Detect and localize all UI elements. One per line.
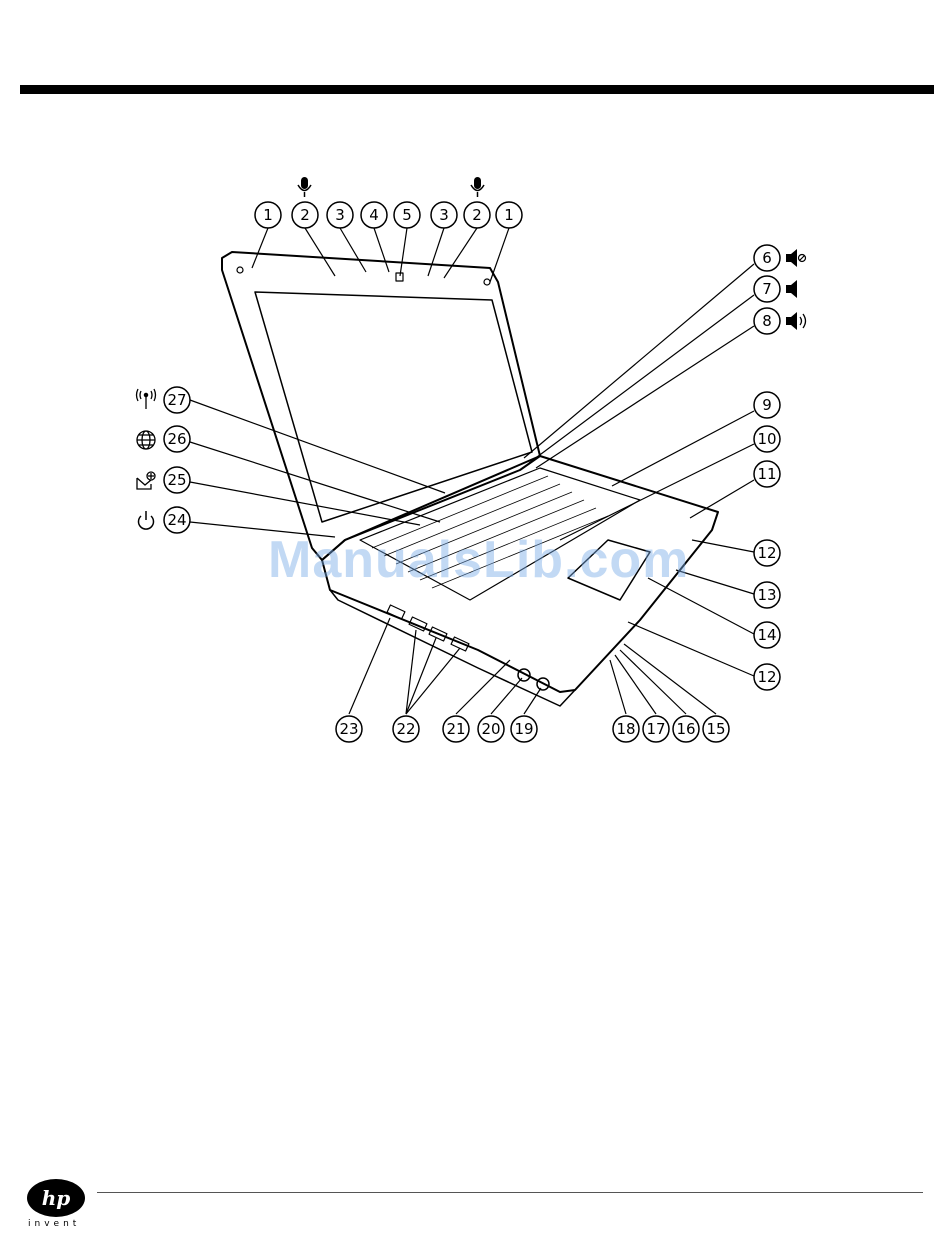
callout-25: 25 [164, 467, 190, 493]
callout-27: 27 [164, 387, 190, 413]
svg-text:8: 8 [762, 312, 772, 330]
callout-21: 21 [443, 716, 469, 742]
volume-mute-icon [786, 249, 806, 267]
footer-rule [97, 1192, 923, 1193]
wireless-icon [137, 389, 156, 409]
callout-10: 10 [754, 426, 780, 452]
microphone-icon [298, 177, 311, 197]
svg-text:14: 14 [757, 626, 776, 644]
leader-lines [190, 228, 754, 714]
callout-8: 8 [754, 308, 780, 334]
microphone-icon [471, 177, 484, 197]
callout-23: 23 [336, 716, 362, 742]
svg-text:4: 4 [369, 206, 379, 224]
svg-text:11: 11 [757, 465, 776, 483]
svg-text:6: 6 [762, 249, 772, 267]
callout-3-left: 3 [327, 202, 353, 228]
callout-15: 15 [703, 716, 729, 742]
svg-text:19: 19 [514, 720, 533, 738]
svg-text:27: 27 [167, 391, 186, 409]
svg-text:1: 1 [504, 206, 514, 224]
top-callouts: 1 2 3 4 5 3 2 1 [255, 202, 522, 228]
callout-9: 9 [754, 392, 780, 418]
callout-24: 24 [164, 507, 190, 533]
left-callouts: 27 26 25 24 [164, 387, 190, 533]
watermark-text: ManualsLib.com [268, 530, 689, 590]
callout-14: 14 [754, 622, 780, 648]
bottom-callouts: 23 22 21 20 19 18 17 16 15 [336, 716, 729, 742]
svg-text:3: 3 [439, 206, 449, 224]
callout-26: 26 [164, 426, 190, 452]
callout-19: 19 [511, 716, 537, 742]
svg-text:2: 2 [472, 206, 482, 224]
svg-text:7: 7 [762, 280, 772, 298]
svg-text:17: 17 [646, 720, 665, 738]
hp-logo: hp [26, 1178, 86, 1218]
callout-7: 7 [754, 276, 780, 302]
callout-11: 11 [754, 461, 780, 487]
callout-18: 18 [613, 716, 639, 742]
svg-text:12: 12 [757, 544, 776, 562]
svg-text:5: 5 [402, 206, 412, 224]
callout-1-left: 1 [255, 202, 281, 228]
callout-13: 13 [754, 582, 780, 608]
svg-text:25: 25 [167, 471, 186, 489]
svg-text:20: 20 [481, 720, 500, 738]
callout-2-right: 2 [464, 202, 490, 228]
globe-icon [137, 431, 155, 449]
svg-text:13: 13 [757, 586, 776, 604]
svg-text:15: 15 [706, 720, 725, 738]
callout-2-left: 2 [292, 202, 318, 228]
callout-20: 20 [478, 716, 504, 742]
svg-text:23: 23 [339, 720, 358, 738]
callout-17: 17 [643, 716, 669, 742]
callout-12-upper: 12 [754, 540, 780, 566]
callout-3-right: 3 [431, 202, 457, 228]
callout-16: 16 [673, 716, 699, 742]
presentation-icon [137, 472, 155, 489]
callout-1-right: 1 [496, 202, 522, 228]
callout-4: 4 [361, 202, 387, 228]
right-callouts: 6 7 8 9 10 11 12 13 14 12 [754, 245, 780, 690]
laptop-illustration [222, 252, 718, 706]
svg-text:1: 1 [263, 206, 273, 224]
callout-12-lower: 12 [754, 664, 780, 690]
svg-text:22: 22 [396, 720, 415, 738]
logo-tagline: invent [28, 1219, 80, 1229]
callout-22: 22 [393, 716, 419, 742]
callout-5: 5 [394, 202, 420, 228]
svg-text:hp: hp [42, 1186, 71, 1210]
volume-up-icon [786, 312, 806, 330]
volume-down-icon [786, 280, 797, 298]
svg-text:2: 2 [300, 206, 310, 224]
svg-text:3: 3 [335, 206, 345, 224]
svg-text:26: 26 [167, 430, 186, 448]
svg-text:12: 12 [757, 668, 776, 686]
svg-text:18: 18 [616, 720, 635, 738]
svg-text:10: 10 [757, 430, 776, 448]
svg-text:21: 21 [446, 720, 465, 738]
svg-text:16: 16 [676, 720, 695, 738]
svg-text:24: 24 [167, 511, 186, 529]
power-icon [139, 511, 154, 529]
svg-text:9: 9 [762, 396, 772, 414]
callout-6: 6 [754, 245, 780, 271]
